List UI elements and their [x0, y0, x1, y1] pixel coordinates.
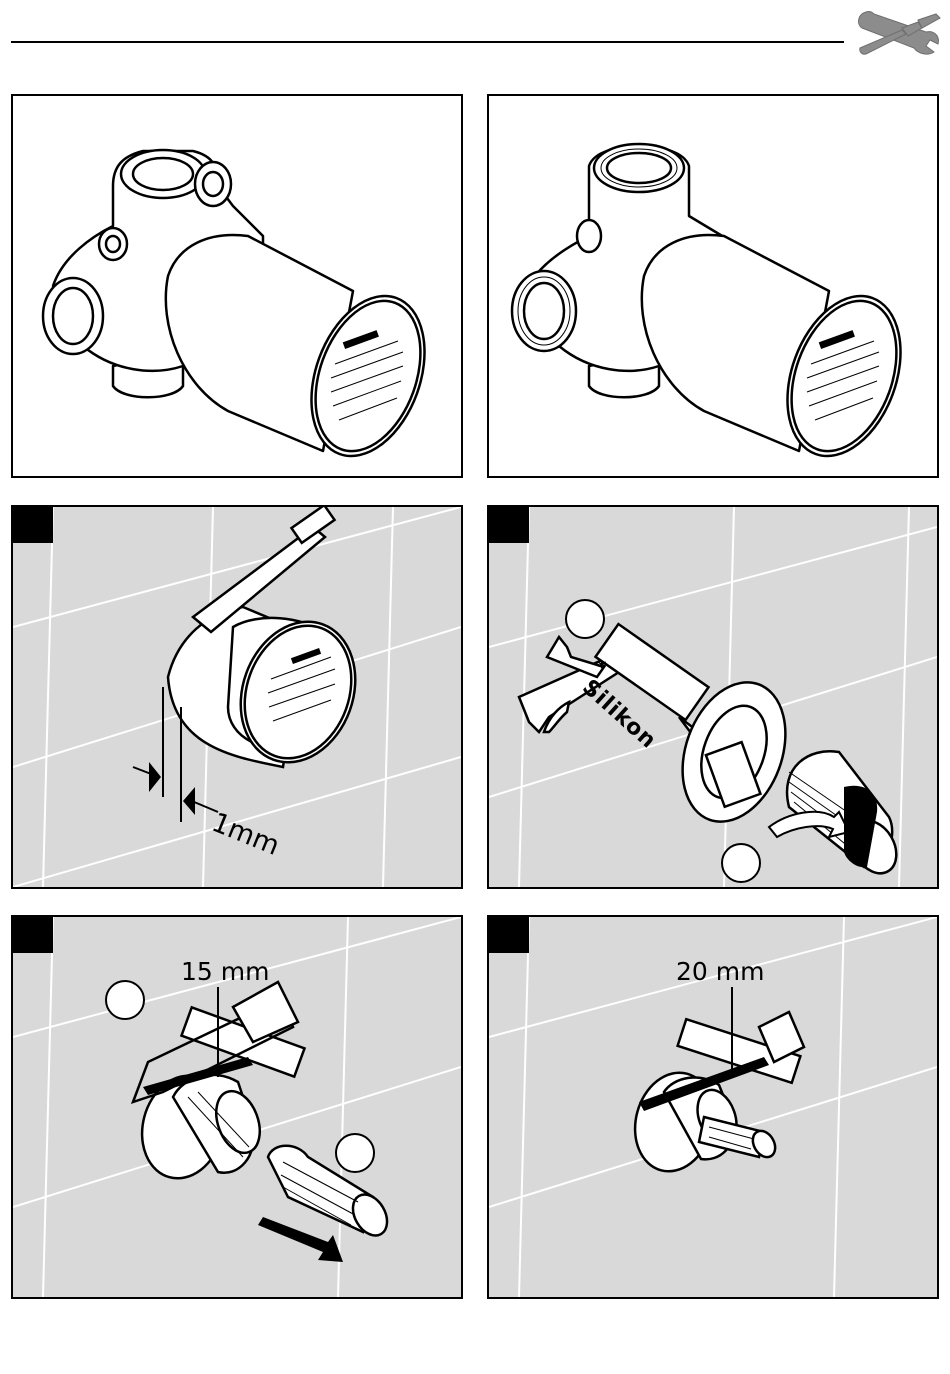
valve-body-icon	[13, 96, 461, 476]
asterisk-marker: *	[597, 657, 606, 678]
panel-valve-body-threaded	[487, 94, 939, 478]
panel-valve-body-smooth	[11, 94, 463, 478]
step-badge	[489, 917, 529, 953]
dimension-label-20mm: 20 mm	[676, 957, 764, 986]
step-badge	[13, 507, 53, 543]
step-badge	[13, 917, 53, 953]
wrench-screwdriver-icon	[856, 8, 942, 58]
panel-step-silicone: * Silikon	[487, 505, 939, 889]
valve-body-threaded-icon	[489, 96, 937, 476]
dimension-label-15mm: 15 mm	[181, 957, 269, 986]
panel-step-cut-15mm: 15 mm	[11, 915, 463, 1299]
step-badge	[489, 507, 529, 543]
step-marker-circle	[565, 599, 605, 639]
panel-step-flush-mount: 1mm	[11, 505, 463, 889]
step-marker-circle	[335, 1133, 375, 1173]
step-marker-circle	[105, 980, 145, 1020]
step-marker-circle	[721, 843, 761, 883]
header-rule	[11, 41, 844, 43]
panel-step-cut-20mm: 20 mm	[487, 915, 939, 1299]
